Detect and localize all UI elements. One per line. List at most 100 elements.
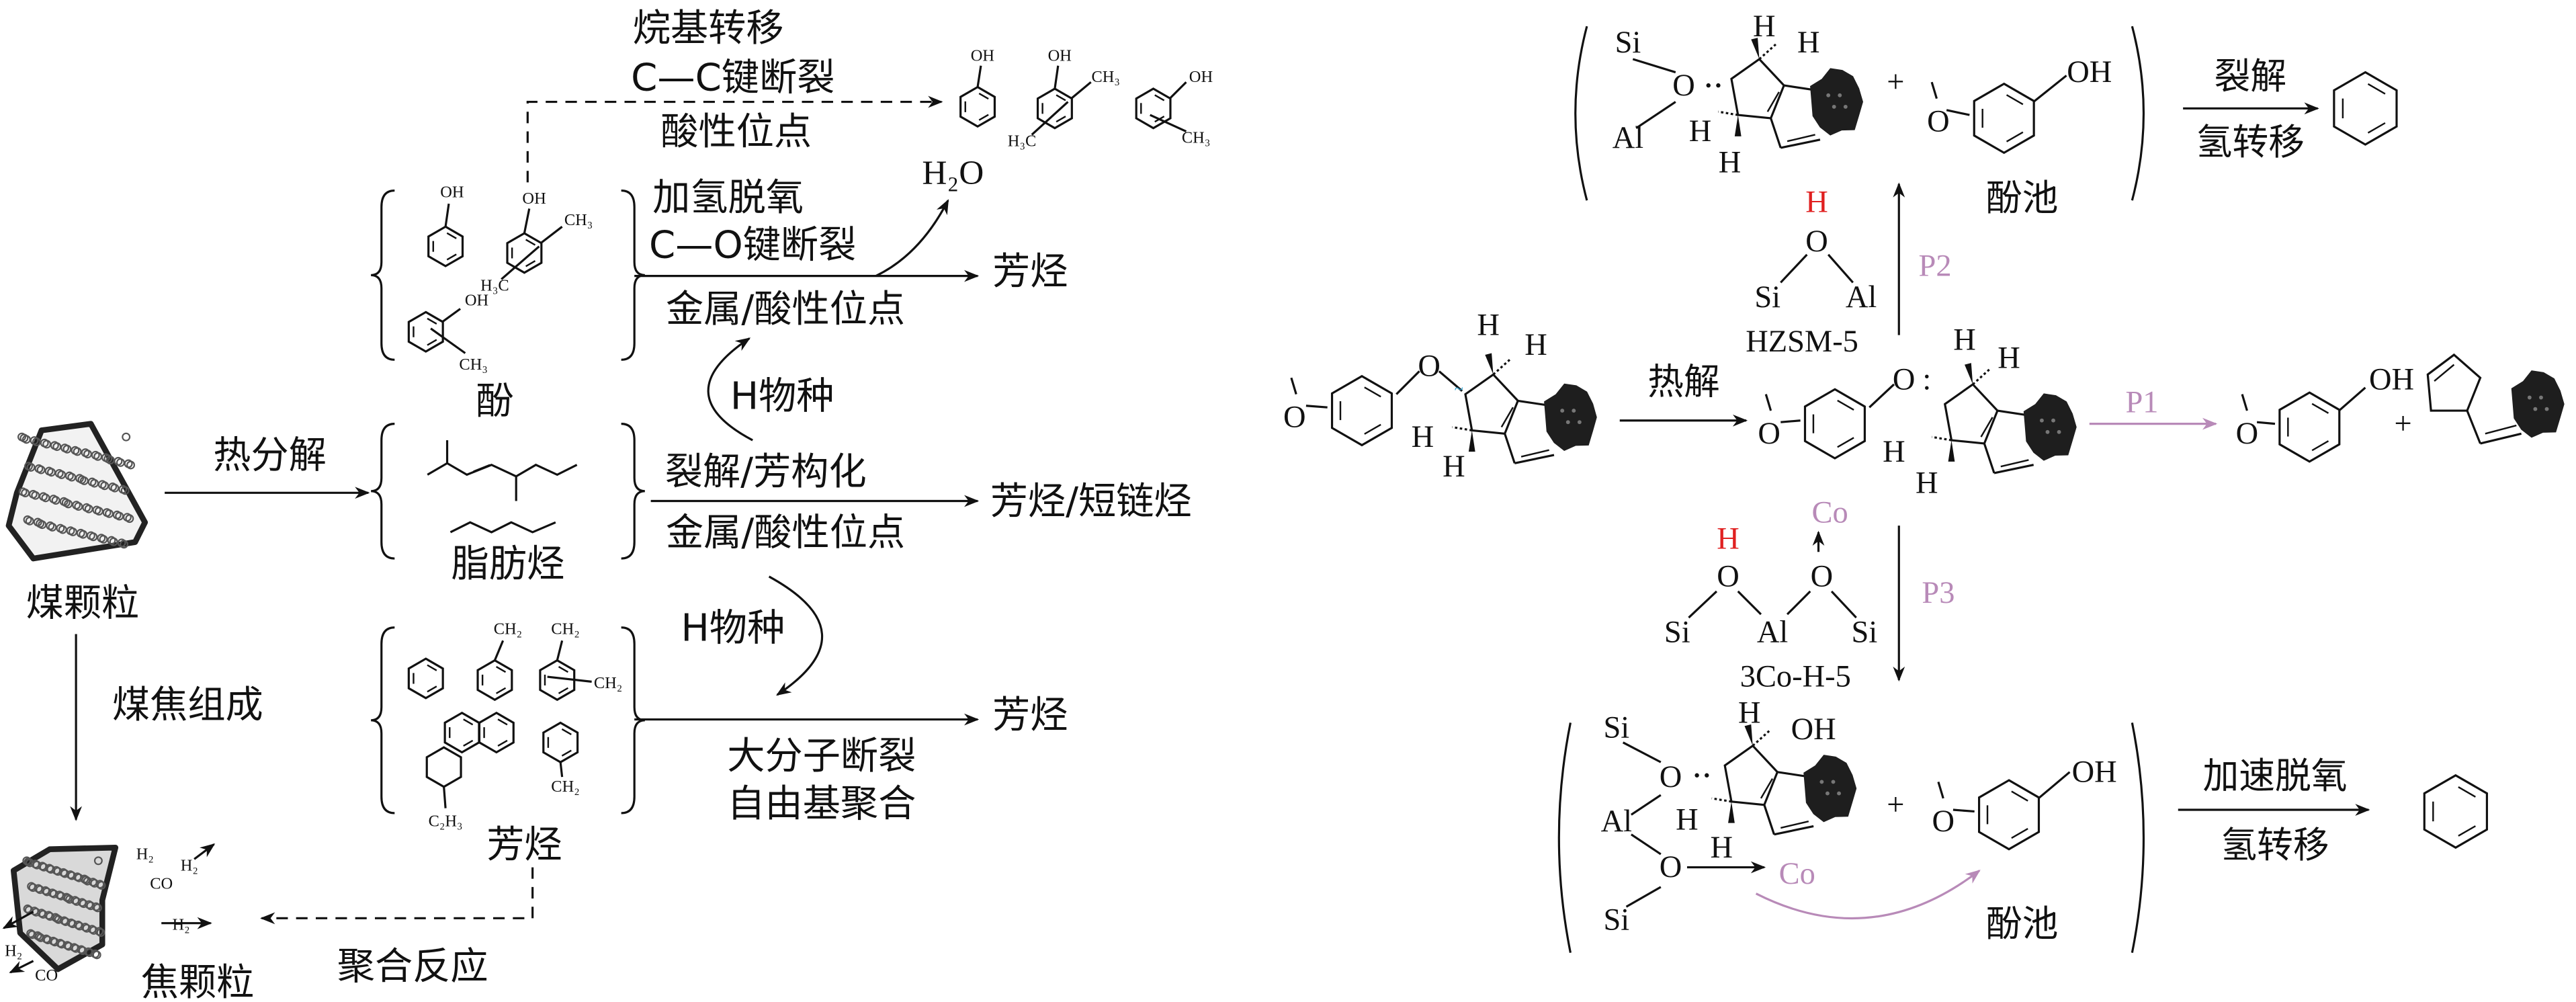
bond-line [2466,410,2482,444]
wedge-bond-icon [1485,353,1494,375]
lone-pair-dot [1694,773,1699,778]
hashed-bond-line [1752,730,1770,747]
particle-pore-texture [25,516,34,526]
pathway-p1-label: P1 [2125,386,2158,420]
alkyl-transfer-dashed-arrow [526,95,943,183]
bond-line [1737,590,1762,616]
carbon-cluster-icon [2023,393,2077,461]
double-bond-line [446,253,457,261]
ch3-label: CH₃ [564,211,593,229]
particle-pore-texture [28,883,38,892]
acid-sites-label: 酸性位点 [660,110,812,154]
oh-label: OH [1189,68,1213,86]
h-label: H [1797,26,1820,60]
oh-label: OH [440,183,464,201]
ch3-bond-line [540,226,563,245]
o-label: O [1717,560,1740,594]
aromatics-left-brace [371,626,395,815]
si-label: Si [1664,616,1690,650]
particle-pore-texture [57,470,67,479]
oh-bond-line [976,65,982,87]
particle-pore-texture [126,460,136,470]
double-bond-line [558,666,569,673]
particle-pore-texture [28,930,37,940]
particle-pore-texture [99,534,108,544]
co-label: CO [35,966,58,985]
si-label: Si [1754,280,1780,315]
particle-pore-texture [100,481,110,491]
ether-bond-line [1438,370,1463,392]
double-bond-line [446,232,457,239]
methyl-bond-line [1930,81,1938,99]
ch3-bond-line [1070,81,1092,99]
cluster-texture-dot [2533,407,2538,411]
aromatics-right-brace [621,626,645,815]
indene-ring-icon [2426,353,2482,412]
si-label: Si [1603,710,1629,745]
methyl-bond-line [1937,782,1944,799]
cluster-texture-dot [1572,409,1576,413]
c2h3-label: C₂H₃ [429,812,463,830]
double-bond-line [1837,437,1854,448]
wedge-bond-icon [1948,440,1955,462]
ch3-label: CH₃ [1091,68,1119,86]
particle-pore-texture [32,437,41,446]
cluster-texture-dot [2539,395,2543,400]
h-label: H [1953,323,1976,358]
double-bond-line [1154,94,1165,101]
polymerization-label: 聚合反应 [337,945,488,989]
particle-pore-texture [31,491,40,500]
aliphatics-left-brace [371,423,395,560]
methyl-bond-line [2241,394,2248,411]
double-bond-line [561,749,572,757]
hydrogen-transfer-label: 氢转移 [2221,824,2329,866]
h-label: H [1738,696,1761,730]
ch2-bond-line [559,761,564,778]
h-species-down-arrow [768,575,824,696]
si-label: Si [1603,903,1629,937]
particle-pore-texture [120,486,130,495]
particle-pore-texture [109,537,118,546]
benzene-ring-icon [476,659,513,702]
benzene-ring-icon [427,225,464,267]
double-bond-line [496,666,507,673]
ethyl-bond-line [443,786,447,808]
hzsm5-label: HZSM-5 [1746,325,1858,359]
colon-label: : [1922,362,1931,396]
double-bond-line [1837,399,1854,411]
char-composition-label: 煤焦组成 [112,683,263,727]
bond-line [1780,138,1821,149]
bond-line [1632,58,1676,74]
double-bond-line [2367,122,2386,134]
wedge-bond-icon [1468,430,1475,452]
h-species-up-arrow [707,337,753,442]
oh-label: OH [2072,755,2117,789]
oh-bond-line [523,208,531,234]
adsorbed-cyclopentene-ring-icon [1730,57,1786,120]
o-label: O [1811,560,1834,594]
double-bond-line [463,718,474,726]
h2-label: H₂ [5,942,22,960]
particle-pore-texture [83,876,92,886]
adsorbed-cyclopentene-ring-icon [1723,744,1779,806]
particle-pore-texture [22,435,31,444]
bond-line [1780,253,1808,284]
benzene-product-icon [2333,71,2398,146]
h-label: H [1689,114,1712,149]
cluster-texture-dot [2057,429,2061,434]
double-bond-line [525,239,536,246]
particle-pore-texture [79,476,89,485]
ether-bond-line [1869,383,1895,409]
o-label: O [1927,105,1950,139]
particle-pore-texture [105,456,115,465]
oh-bond-line [2338,386,2366,412]
bond-line [1514,454,1555,464]
si-label: Si [1852,616,1878,650]
cluster-texture-dot [1826,93,1831,97]
cluster-texture-dot [1837,791,1841,796]
phenols-left-brace [371,189,395,361]
tetralin-ring-icon [425,746,462,788]
double-bond-line [427,664,437,671]
lone-pair-dot [1705,773,1709,778]
cluster-texture-dot [2045,429,2050,434]
